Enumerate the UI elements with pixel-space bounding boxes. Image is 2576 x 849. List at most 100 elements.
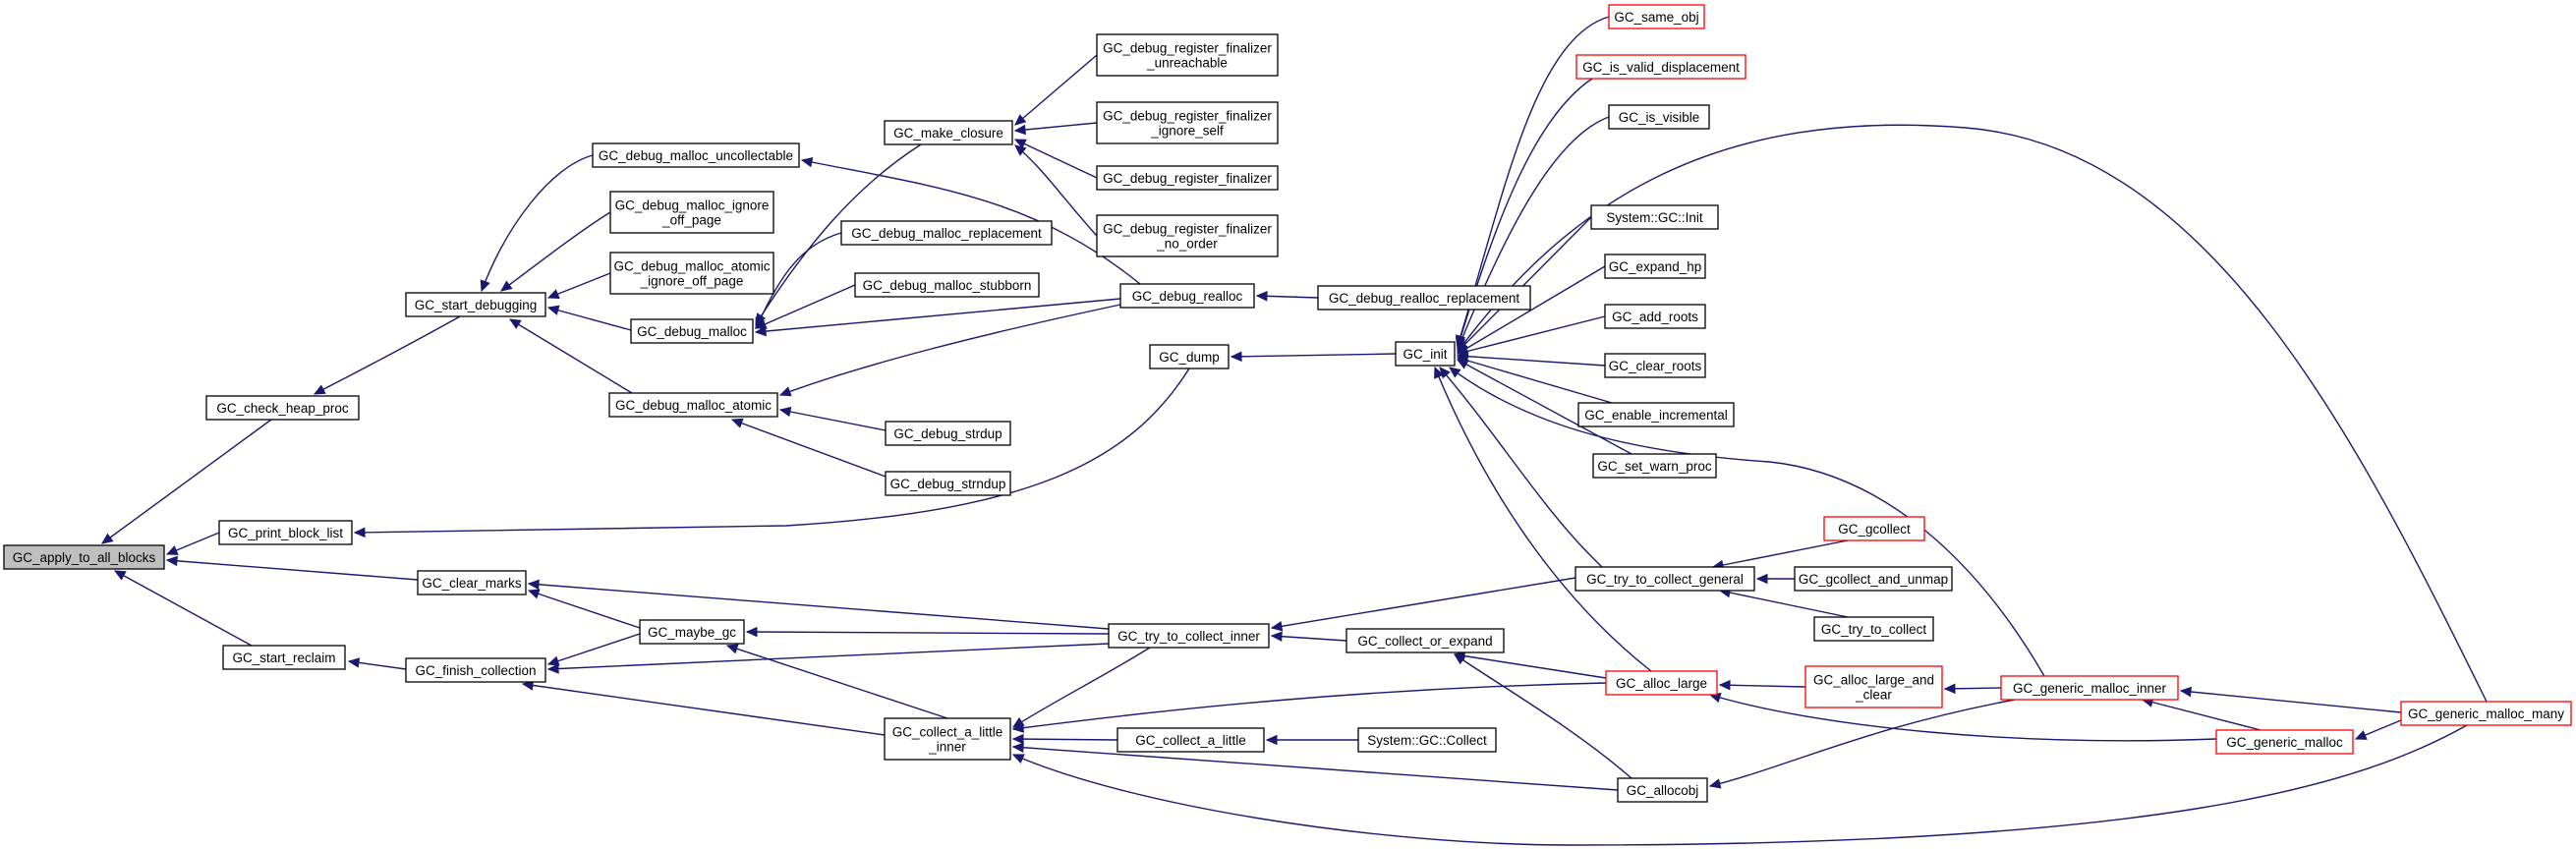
node-label: GC_enable_incremental (1584, 408, 1728, 423)
node-add_roots[interactable]: GC_add_roots (1604, 304, 1706, 329)
node-alloc_large_clear[interactable]: GC_alloc_large_and_clear (1804, 665, 1943, 708)
node-reg_ignore_self[interactable]: GC_debug_register_finalizer_ignore_self (1096, 101, 1279, 144)
node-check_heap_proc[interactable]: GC_check_heap_proc (205, 395, 360, 421)
edge-line (547, 307, 632, 331)
node-dbg_realloc[interactable]: GC_debug_realloc (1119, 283, 1255, 309)
arrowhead-icon (546, 655, 560, 666)
node-try_collect_general[interactable]: GC_try_to_collect_general (1574, 566, 1755, 592)
node-dbg_realloc_repl[interactable]: GC_debug_realloc_replacement (1317, 285, 1531, 311)
node-reg_unreachable[interactable]: GC_debug_register_finalizer_unreachable (1096, 33, 1279, 77)
node-reg_no_order[interactable]: GC_debug_register_finalizer_no_order (1096, 214, 1279, 257)
edge-line (1449, 367, 2045, 677)
node-label: _unreachable (1146, 56, 1228, 71)
node-dbg_atomic_ignore[interactable]: GC_debug_malloc_atomic_ignore_off_page (609, 252, 774, 295)
node-label: _ignore_off_page (640, 274, 744, 289)
node-dbg_strndup[interactable]: GC_debug_strndup (885, 471, 1011, 496)
node-try_collect_inner[interactable]: GC_try_to_collect_inner (1108, 623, 1270, 649)
node-label: GC_collect_a_little (1135, 733, 1246, 748)
node-try_collect[interactable]: GC_try_to_collect (1813, 616, 1934, 642)
node-label: GC_debug_malloc_uncollectable (599, 148, 793, 163)
node-print_block_list[interactable]: GC_print_block_list (218, 520, 353, 545)
arrowhead-icon (1265, 734, 1278, 746)
edge-line (1457, 357, 1613, 404)
arrowhead-icon (546, 663, 559, 674)
node-dbg_strdup[interactable]: GC_debug_strdup (885, 421, 1011, 446)
node-dbg_uncollectable[interactable]: GC_debug_malloc_uncollectable (592, 142, 800, 168)
node-box (1590, 204, 1719, 230)
node-maybe_gc[interactable]: GC_maybe_gc (639, 619, 745, 645)
arrowhead-icon (347, 657, 361, 668)
edge-line (1271, 635, 1347, 642)
node-dbg_malloc_repl[interactable]: GC_debug_malloc_replacement (840, 220, 1053, 246)
node-clear_marks[interactable]: GC_clear_marks (417, 570, 527, 595)
arrowhead-icon (1449, 367, 1461, 378)
node-box (1119, 283, 1255, 309)
node-box (1592, 453, 1717, 479)
node-dump[interactable]: GC_dump (1149, 344, 1230, 369)
node-label: GC_set_warn_proc (1597, 459, 1712, 474)
edge-line (1719, 590, 1849, 618)
node-is_valid_disp[interactable]: GC_is_valid_displacement (1575, 54, 1746, 80)
arrowhead-icon (1270, 631, 1283, 642)
node-gcollect[interactable]: GC_gcollect (1823, 516, 1925, 541)
node-label: _no_order (1156, 237, 1218, 252)
edge-generic_malloc-to-generic_inner (2141, 697, 2261, 731)
node-dbg_malloc[interactable]: GC_debug_malloc (630, 318, 754, 344)
node-set_warn[interactable]: GC_set_warn_proc (1592, 453, 1717, 479)
edge-enable_incr-to-init (1456, 355, 1613, 404)
node-collect_or_expand[interactable]: GC_collect_or_expand (1345, 628, 1505, 653)
node-collect_little_inner[interactable]: GC_collect_a_little_inner (884, 717, 1011, 761)
arrowhead-icon (730, 418, 744, 428)
node-finish_collection[interactable]: GC_finish_collection (405, 657, 546, 683)
edge-line (166, 559, 419, 581)
edge-dbg_realloc_repl-to-dbg_realloc (1255, 291, 1319, 302)
node-enable_incr[interactable]: GC_enable_incremental (1577, 402, 1735, 427)
node-dbg_atomic[interactable]: GC_debug_malloc_atomic (608, 392, 778, 418)
edge-line (726, 645, 948, 719)
node-sys_collect[interactable]: System::GC::Collect (1357, 727, 1497, 753)
node-box (885, 421, 1011, 446)
node-apply[interactable]: GC_apply_to_all_blocks (3, 544, 165, 570)
node-init[interactable]: GC_init (1395, 341, 1456, 367)
arrowhead-icon (725, 644, 739, 654)
edge-collect_little_inner-to-finish_collection (521, 680, 886, 736)
arrowhead-icon (1453, 653, 1466, 665)
node-collect_little[interactable]: GC_collect_a_little (1116, 727, 1265, 753)
node-start_reclaim[interactable]: GC_start_reclaim (222, 645, 346, 670)
edge-line (114, 570, 253, 647)
edge-line (779, 304, 1121, 396)
arrowhead-icon (1014, 114, 1027, 126)
node-dbg_stubborn[interactable]: GC_debug_malloc_stubborn (854, 272, 1040, 298)
node-generic_many[interactable]: GC_generic_malloc_many (2400, 701, 2572, 726)
edge-line (481, 154, 594, 292)
node-label: GC_debug_strndup (890, 477, 1006, 491)
node-is_visible[interactable]: GC_is_visible (1608, 104, 1710, 130)
node-allocobj[interactable]: GC_allocobj (1617, 777, 1708, 803)
edge-line (1457, 116, 1610, 351)
node-same_obj[interactable]: GC_same_obj (1608, 4, 1705, 29)
node-dbg_ignore_off_page[interactable]: GC_debug_malloc_ignore_off_page (609, 191, 774, 234)
node-alloc_large[interactable]: GC_alloc_large (1605, 670, 1718, 696)
arrowhead-icon (101, 533, 114, 544)
node-label: GC_collect_or_expand (1357, 634, 1492, 649)
node-expand_hp[interactable]: GC_expand_hp (1604, 254, 1706, 279)
edge-line (1709, 699, 2016, 787)
node-label: GC_apply_to_all_blocks (13, 550, 156, 565)
node-sys_init[interactable]: System::GC::Init (1590, 204, 1719, 230)
edge-allocobj-to-collect_little_inner (1011, 742, 1619, 791)
node-gcollect_unmap[interactable]: GC_gcollect_and_unmap (1794, 566, 1953, 592)
node-generic_inner[interactable]: GC_generic_malloc_inner (2000, 675, 2179, 701)
node-label: GC_make_closure (893, 126, 1003, 141)
node-make_closure[interactable]: GC_make_closure (884, 120, 1013, 145)
arrowhead-icon (1255, 291, 1268, 302)
edge-line (746, 631, 1110, 635)
node-generic_malloc[interactable]: GC_generic_malloc (2215, 729, 2354, 755)
edge-alloc_large_clear-to-alloc_large (1718, 679, 1806, 691)
edge-dbg_realloc-to-dbg_malloc (754, 298, 1121, 337)
node-reg_finalizer[interactable]: GC_debug_register_finalizer (1096, 165, 1279, 191)
node-label: GC_debug_malloc_replacement (851, 226, 1042, 241)
arrowhead-icon (800, 156, 814, 168)
node-start_debugging[interactable]: GC_start_debugging (405, 292, 546, 317)
node-box (630, 318, 754, 344)
node-clear_roots[interactable]: GC_clear_roots (1604, 353, 1706, 378)
